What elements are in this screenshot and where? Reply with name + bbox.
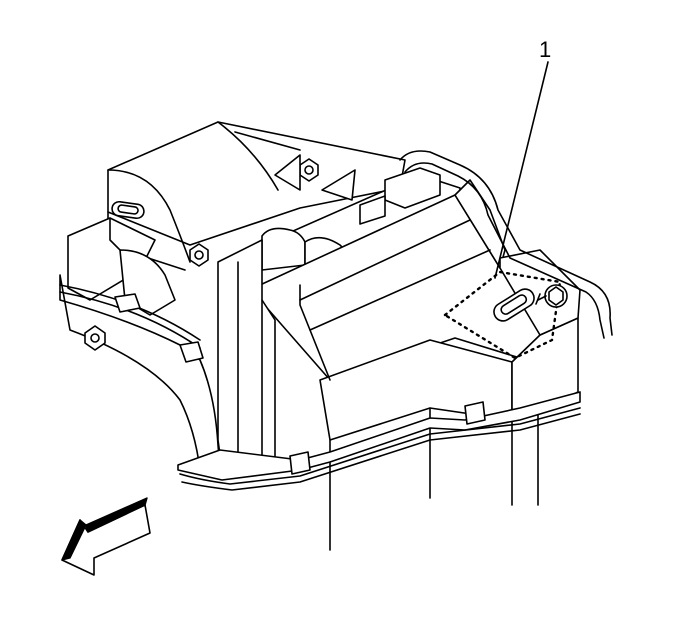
bolt-icon	[299, 158, 319, 182]
bolt-icon	[535, 284, 568, 308]
slot-icon	[493, 288, 535, 322]
bolt-icon	[84, 325, 106, 351]
floor-panel-left	[59, 274, 221, 471]
highlighted-access-area	[442, 270, 568, 360]
bolt-icon	[189, 243, 209, 267]
callout-label: 1	[539, 37, 551, 62]
main-case	[177, 167, 581, 551]
right-rail-tube	[399, 150, 613, 339]
callout-1: 1	[494, 37, 551, 279]
top-fins	[274, 154, 356, 201]
front-direction-arrow-icon	[61, 497, 151, 576]
